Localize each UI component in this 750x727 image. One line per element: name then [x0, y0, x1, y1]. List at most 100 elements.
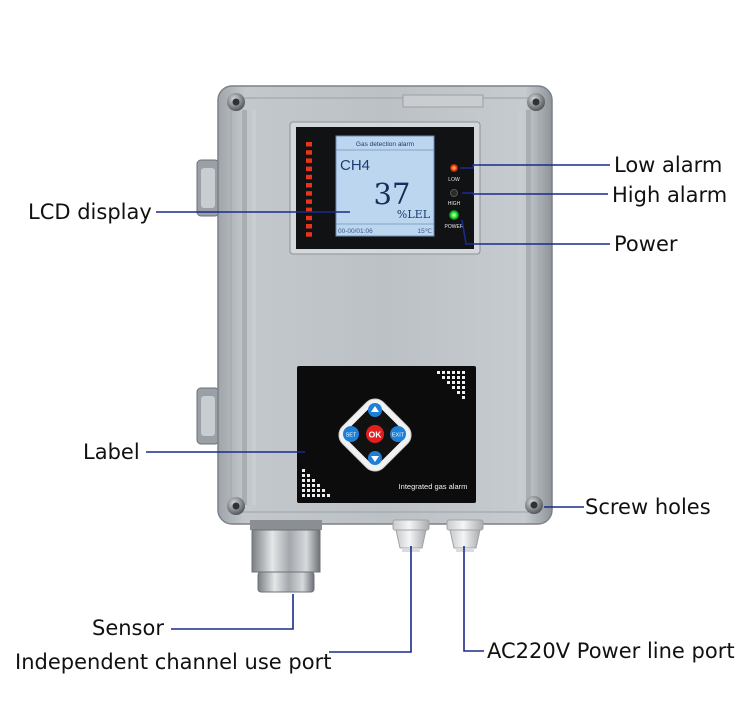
pattern-dot [307, 479, 310, 482]
led-bar-segment [306, 232, 312, 237]
pattern-dot [452, 381, 455, 384]
pattern-dot [457, 371, 460, 374]
screw-top-right [527, 93, 545, 111]
cable-gland-right [446, 519, 484, 552]
led-bar-segment [306, 207, 312, 213]
exit-button[interactable] [390, 426, 406, 442]
pattern-dot [447, 376, 450, 379]
callout-label: Label [83, 440, 140, 464]
pattern-dot [447, 381, 450, 384]
pattern-dot [442, 371, 445, 374]
callout-independent-port: Independent channel use port [15, 650, 332, 674]
pattern-dot [307, 484, 310, 487]
pattern-dot [462, 381, 465, 384]
pattern-dot [462, 391, 465, 394]
pattern-dot [457, 391, 460, 394]
led-bar-graph [306, 142, 312, 237]
led-power [449, 210, 459, 220]
pattern-dot [442, 376, 445, 379]
pattern-dot [457, 386, 460, 389]
pattern-dot [302, 489, 305, 492]
pattern-dot [307, 494, 310, 497]
leader-independent-port [329, 546, 412, 653]
pattern-dot [452, 376, 455, 379]
pattern-dot [322, 494, 325, 497]
pattern-dot [317, 489, 320, 492]
led-bar-segment [306, 215, 312, 221]
pattern-dot [452, 371, 455, 374]
leader-low-alarm [460, 164, 610, 169]
keypad-panel: SET EXIT OK Integrated gas alarm [297, 366, 476, 503]
led-bar-segment [306, 166, 312, 172]
screw-bottom-right [525, 496, 543, 514]
led-bar-segment [306, 150, 312, 155]
pattern-dot [457, 376, 460, 379]
sensor [250, 520, 322, 593]
set-button-label: SET [346, 433, 357, 439]
led-bar-segment [306, 183, 312, 188]
lcd-unit: %LEL [397, 208, 431, 221]
led-low-label: LOW [448, 177, 460, 183]
lcd-gas-name: CH4 [340, 157, 370, 174]
led-bar-segment [306, 142, 312, 147]
arrow-down-icon [371, 456, 379, 462]
pattern-dot [312, 489, 315, 492]
leader-power [461, 219, 610, 245]
ok-button[interactable] [366, 425, 384, 443]
pattern-dot [302, 474, 305, 477]
ok-button-label: OK [369, 430, 383, 440]
panel-pattern-top [437, 371, 465, 399]
pattern-dot [457, 381, 460, 384]
screw-bottom-left [227, 497, 245, 515]
panel-pattern-bottom [302, 469, 330, 497]
led-bar-segment [306, 158, 312, 163]
lcd-header: Gas detection alarm [356, 141, 414, 148]
led-bar-segment [306, 174, 312, 180]
callout-power-port: AC220V Power line port [487, 639, 735, 663]
pattern-dot [327, 494, 330, 497]
callout-lcd-display: LCD display [28, 200, 152, 224]
pattern-dot [462, 376, 465, 379]
callout-high-alarm: High alarm [612, 183, 728, 207]
pattern-dot [302, 494, 305, 497]
pattern-dot [452, 386, 455, 389]
pattern-dot [302, 484, 305, 487]
pattern-dot [307, 489, 310, 492]
pattern-dot [317, 484, 320, 487]
pattern-dot [312, 484, 315, 487]
pattern-dot [312, 479, 315, 482]
lcd-reading: 37 [374, 177, 411, 211]
led-power-label: POWER [445, 224, 464, 230]
pattern-dot [317, 494, 320, 497]
lcd-temperature: 15℃ [417, 228, 432, 235]
leader-power-port [463, 546, 484, 652]
leader-high-alarm [462, 192, 608, 195]
lcd-date: 00-00/01:06 [338, 228, 373, 235]
lcd-screen [335, 135, 435, 237]
set-button[interactable] [343, 426, 359, 442]
leader-sensor [171, 594, 294, 630]
callout-low-alarm: Low alarm [614, 153, 723, 177]
display-window: Gas detection alarm CH4 37 %LEL 00-00/01… [289, 121, 481, 255]
pattern-dot [302, 479, 305, 482]
led-high [450, 189, 458, 197]
hinge-bottom [196, 387, 220, 445]
cable-gland-left [392, 519, 430, 552]
pattern-dot [462, 396, 465, 399]
panel-label-text: Integrated gas alarm [399, 482, 468, 491]
pattern-dot [462, 371, 465, 374]
pattern-dot [312, 494, 315, 497]
pattern-dot [462, 386, 465, 389]
led-bar-segment [306, 199, 312, 204]
pattern-dot [307, 474, 310, 477]
screw-top-left [227, 93, 245, 111]
led-high-label: HIGH [448, 201, 461, 207]
callout-sensor: Sensor [92, 616, 164, 640]
pattern-dot [302, 469, 305, 472]
led-bar-segment [306, 224, 312, 229]
leader-lines [146, 164, 610, 653]
arrow-up-icon [371, 406, 379, 412]
pattern-dot [437, 371, 440, 374]
